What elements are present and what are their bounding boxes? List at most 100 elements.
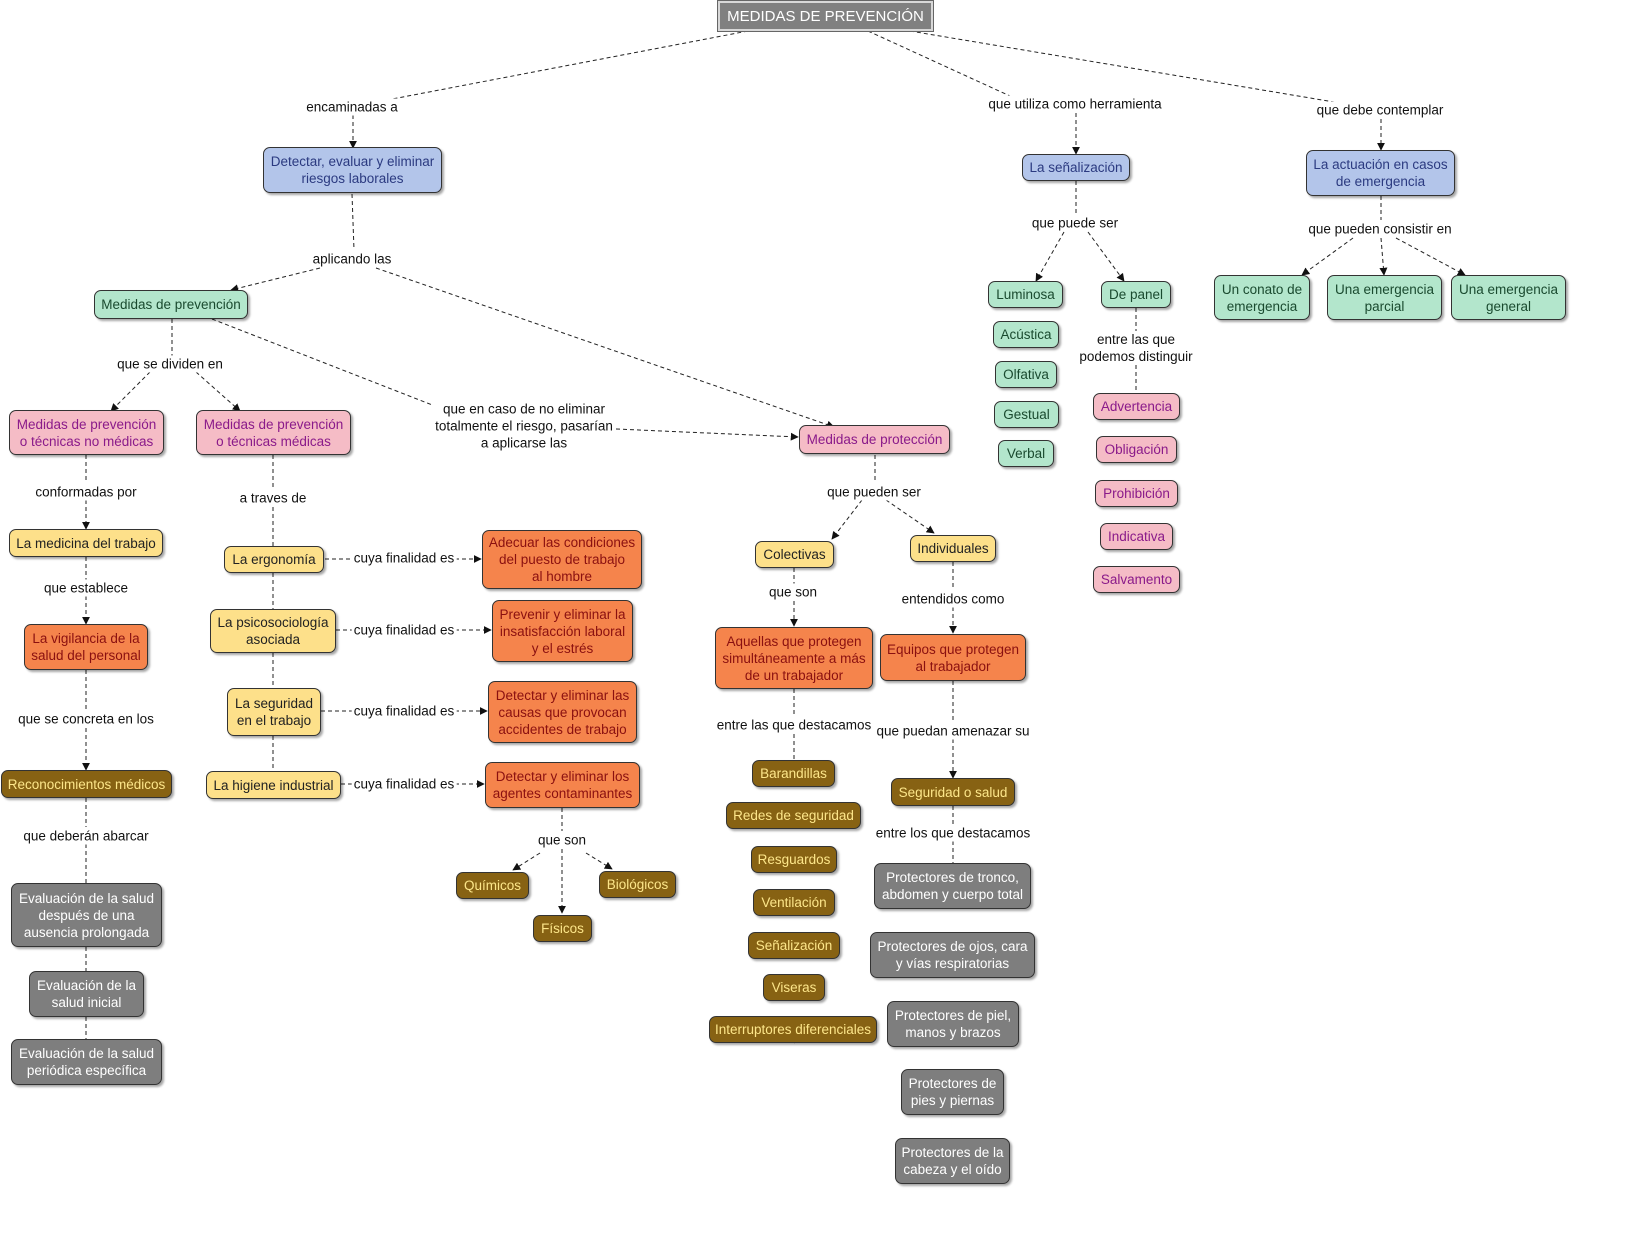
edge	[386, 30, 749, 101]
node-prot-cabeza: Protectores de la cabeza y el oído	[895, 1138, 1010, 1184]
node-adecuar: Adecuar las condiciones del puesto de tr…	[482, 530, 642, 589]
node-prohibicion: Prohibición	[1095, 480, 1178, 507]
node-olfativa: Olfativa	[995, 361, 1057, 388]
label-consistir: que pueden consistir en	[1306, 220, 1454, 238]
edge	[351, 193, 355, 251]
node-reconocimientos: Reconocimientos médicos	[1, 770, 172, 798]
node-senalizacion-colectiva: Señalización	[748, 932, 840, 959]
node-eval-periodica: Evaluación de la salud periódica específ…	[11, 1039, 162, 1085]
node-detectar-causas: Detectar y eliminar las causas que provo…	[488, 681, 637, 743]
edge	[1379, 237, 1388, 276]
label-destacamos-2: entre los que destacamos	[873, 824, 1033, 842]
node-eval-ausencia: Evaluación de la salud después de una au…	[11, 883, 162, 947]
node-psicosociologia: La psicosociología asociada	[210, 609, 336, 653]
node-indicativa: Indicativa	[1100, 523, 1173, 550]
label-traves: a traves de	[237, 489, 309, 507]
edge	[110, 371, 151, 412]
node-luminosa: Luminosa	[988, 281, 1063, 308]
node-conato: Un conato de emergencia	[1214, 275, 1310, 320]
label-contemplar: que debe contemplar	[1314, 101, 1446, 119]
label-dividen: que se dividen en	[115, 355, 225, 373]
node-prot-ojos: Protectores de ojos, cara y vías respira…	[870, 932, 1035, 978]
node-eval-inicial: Evaluación de la salud inicial	[29, 971, 144, 1017]
label-que-son: que son	[766, 583, 820, 601]
label-finalidad-1: cuya finalidad es	[351, 549, 457, 567]
edge	[1301, 237, 1354, 276]
edge	[867, 30, 1011, 97]
label-deberan: que deberán abarcar	[21, 827, 151, 845]
label-distinguir: entre las que podemos distinguir	[1077, 331, 1195, 365]
label-finalidad-4: cuya finalidad es	[351, 775, 457, 793]
node-seguridad-trabajo: La seguridad en el trabajo	[227, 688, 321, 736]
node-biologicos: Biológicos	[599, 871, 676, 898]
node-medidas-prevencion: Medidas de prevención	[94, 290, 248, 319]
node-de-panel: De panel	[1101, 281, 1171, 308]
edge	[230, 267, 321, 293]
node-gestual: Gestual	[994, 401, 1059, 428]
label-caso: que en caso de no eliminar totalmente el…	[433, 400, 615, 452]
root-node: MEDIDAS DE PREVENCIÓN	[717, 0, 934, 32]
label-pueden-ser: que pueden ser	[825, 483, 923, 501]
node-equipos: Equipos que protegen al trabajador	[880, 634, 1026, 681]
label-conformadas: conformadas por	[33, 483, 139, 501]
node-fisicos: Físicos	[533, 915, 592, 942]
label-finalidad-3: cuya finalidad es	[351, 702, 457, 720]
edge	[1035, 231, 1065, 282]
node-detectar-agentes: Detectar y eliminar los agentes contamin…	[485, 762, 640, 808]
label-encaminadas: encaminadas a	[304, 98, 400, 116]
edge	[909, 30, 1341, 104]
node-parcial: Una emergencia parcial	[1327, 275, 1442, 320]
node-aquellas: Aquellas que protegen simultáneamente a …	[715, 627, 873, 689]
node-resguardos: Resguardos	[751, 846, 837, 873]
node-acustica: Acústica	[993, 321, 1059, 348]
label-establece: que establece	[41, 579, 131, 597]
edge	[1395, 237, 1466, 276]
edge	[585, 852, 613, 870]
node-viseras: Viseras	[763, 974, 825, 1001]
node-tecnicas-medicas: Medidas de prevención o técnicas médicas	[196, 410, 351, 455]
node-salvamento: Salvamento	[1093, 566, 1180, 593]
label-finalidad-2: cuya finalidad es	[351, 621, 457, 639]
label-herramienta: que utiliza como herramienta	[986, 95, 1164, 113]
edge	[1087, 231, 1125, 282]
node-higiene-industrial: La higiene industrial	[206, 771, 341, 799]
node-verbal: Verbal	[998, 440, 1054, 467]
edge	[375, 267, 835, 429]
label-destacamos: entre las que destacamos	[714, 716, 874, 734]
node-obligacion: Obligación	[1096, 436, 1177, 463]
label-aplicando: aplicando las	[310, 250, 394, 268]
node-ergonomia: La ergonomía	[224, 546, 324, 573]
node-quimicos: Químicos	[456, 872, 529, 899]
node-medidas-proteccion: Medidas de protección	[799, 425, 950, 454]
label-concreta: que se concreta en los	[16, 710, 156, 728]
node-interruptores: Interruptores diferenciales	[709, 1016, 877, 1043]
label-puede-ser: que puede ser	[1029, 214, 1121, 232]
edge	[885, 499, 935, 534]
node-vigilancia: La vigilancia de la salud del personal	[24, 624, 148, 670]
node-redes: Redes de seguridad	[726, 802, 861, 829]
node-ventilacion: Ventilación	[753, 889, 835, 916]
label-que-son-2: que son	[535, 831, 589, 849]
label-entendidos: entendidos como	[899, 590, 1007, 608]
label-amenazar: que puedan amenazar su	[874, 722, 1032, 740]
edge	[211, 318, 441, 409]
node-senalizacion: La señalización	[1022, 154, 1130, 181]
node-detectar: Detectar, evaluar y eliminar riesgos lab…	[263, 147, 442, 193]
node-individuales: Individuales	[910, 535, 996, 562]
edge	[831, 499, 863, 540]
edge	[615, 428, 799, 441]
node-prot-piel: Protectores de piel, manos y brazos	[887, 1001, 1019, 1047]
node-advertencia: Advertencia	[1093, 393, 1180, 420]
node-general: Una emergencia general	[1451, 275, 1566, 320]
node-actuacion: La actuación en casos de emergencia	[1306, 150, 1455, 196]
node-colectivas: Colectivas	[755, 541, 834, 568]
node-medicina-trabajo: La medicina del trabajo	[9, 529, 163, 557]
node-prevenir: Prevenir y eliminar la insatisfacción la…	[492, 600, 633, 662]
node-seguridad-salud: Seguridad o salud	[891, 778, 1015, 806]
edge	[195, 371, 241, 412]
node-prot-tronco: Protectores de tronco, abdomen y cuerpo …	[874, 863, 1031, 909]
node-barandillas: Barandillas	[752, 760, 835, 787]
edge	[512, 852, 541, 871]
node-tecnicas-no-medicas: Medidas de prevención o técnicas no médi…	[9, 410, 164, 455]
